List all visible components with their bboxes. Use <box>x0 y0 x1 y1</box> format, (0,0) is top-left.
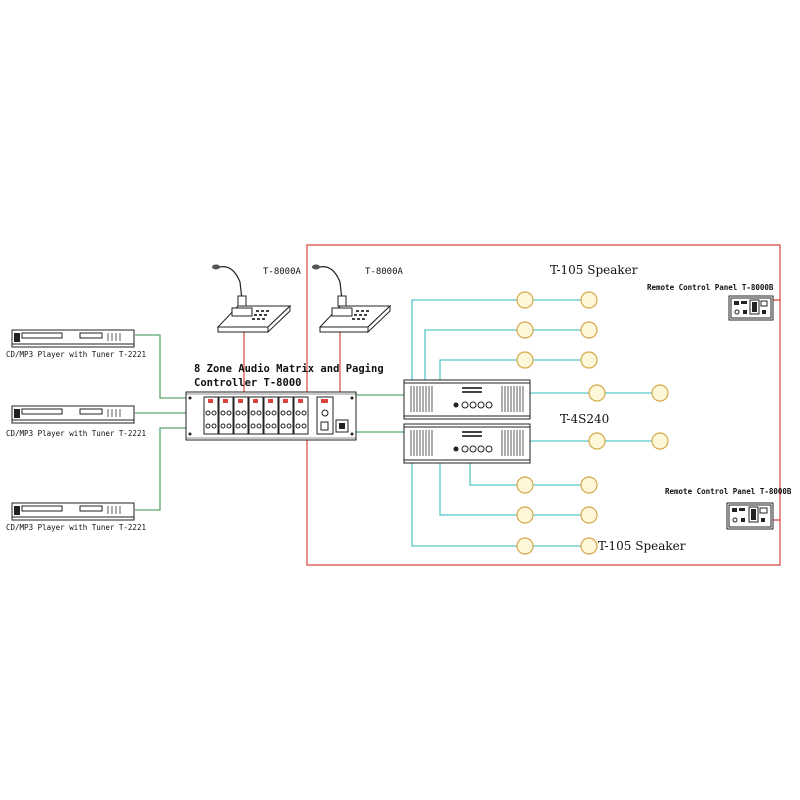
speaker <box>516 476 534 494</box>
paging-mic-2: T-8000A <box>312 264 404 334</box>
speaker-label-bottom: T-105 Speaker <box>598 539 686 553</box>
speaker <box>580 321 598 339</box>
player-3-label: CD/MP3 Player with Tuner T-2221 <box>6 523 146 532</box>
speaker <box>580 291 598 309</box>
player-1: CD/MP3 Player with Tuner T-2221 <box>6 329 146 359</box>
remote-panel-1-label: Remote Control Panel T-8000B <box>647 283 774 292</box>
paging-mic-2-label: T-8000A <box>365 267 404 277</box>
player-2-label: CD/MP3 Player with Tuner T-2221 <box>6 429 146 438</box>
speaker <box>580 476 598 494</box>
audio-input-wires <box>135 334 404 511</box>
speaker-wires <box>411 299 655 547</box>
speaker-label-top: T-105 Speaker <box>550 263 638 277</box>
speaker <box>516 506 534 524</box>
speaker <box>516 291 534 309</box>
speaker <box>580 537 598 555</box>
speaker <box>651 432 669 450</box>
speaker <box>588 432 606 450</box>
amplifier-label: T-4S240 <box>560 412 609 426</box>
speaker <box>516 537 534 555</box>
matrix-title-line2: Controller T-8000 <box>194 377 301 389</box>
remote-panel-1: Remote Control Panel T-8000B <box>647 283 774 321</box>
speaker <box>516 351 534 369</box>
speaker <box>580 351 598 369</box>
matrix-channel-strips <box>203 396 349 435</box>
speakers <box>516 291 669 555</box>
matrix-controller: 8 Zone Audio Matrix and Paging Controlle… <box>185 363 384 441</box>
speaker <box>516 321 534 339</box>
amplifier-1 <box>403 379 531 420</box>
speaker <box>588 384 606 402</box>
speaker <box>580 506 598 524</box>
paging-mic-1: T-8000A <box>212 264 302 334</box>
player-2: CD/MP3 Player with Tuner T-2221 <box>6 405 146 438</box>
speaker <box>651 384 669 402</box>
player-3: CD/MP3 Player with Tuner T-2221 <box>6 502 146 532</box>
remote-panel-2: Remote Control Panel T-8000B <box>665 487 792 530</box>
player-1-label: CD/MP3 Player with Tuner T-2221 <box>6 350 146 359</box>
paging-mic-1-label: T-8000A <box>263 267 302 277</box>
matrix-title-line1: 8 Zone Audio Matrix and Paging <box>194 363 384 375</box>
amplifier-2 <box>403 423 531 464</box>
remote-panel-2-label: Remote Control Panel T-8000B <box>665 487 792 496</box>
